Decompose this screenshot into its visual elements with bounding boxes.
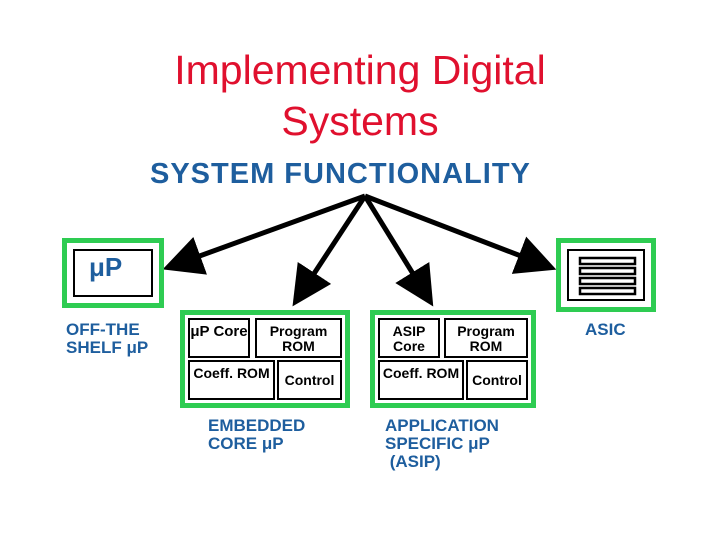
off-the-shelf-chip-label: μP xyxy=(89,252,123,282)
arrow-to-asip xyxy=(362,194,434,307)
asip-program-rom: Program ROM xyxy=(444,318,528,358)
asic-layout-icon xyxy=(578,256,637,296)
asip-control-label: Control xyxy=(472,372,522,388)
embedded-core-caption-line1: EMBEDDED xyxy=(208,416,306,435)
arrow-to-embedded-core xyxy=(292,194,368,307)
page-title-line2: Systems xyxy=(281,98,439,144)
off-the-shelf-chip: μP xyxy=(73,249,153,297)
page-title-line1: Implementing Digital xyxy=(174,47,546,93)
embedded-core-up-core: μP Core xyxy=(188,318,250,358)
off-the-shelf-frame: μP xyxy=(62,238,164,308)
asic-frame xyxy=(556,238,656,312)
embedded-core-coeff-rom: Coeff. ROM xyxy=(188,360,275,400)
off-the-shelf-caption-line1: OFF-THE xyxy=(66,320,140,339)
asip-core: ASIP Core xyxy=(378,318,440,358)
embedded-core-control-label: Control xyxy=(284,372,335,388)
off-the-shelf-caption-line2: SHELF μP xyxy=(66,338,149,357)
embedded-core-caption-line2: CORE μP xyxy=(208,434,284,453)
asic-caption: ASIC xyxy=(585,320,626,339)
asip-coeff-rom: Coeff. ROM xyxy=(378,360,464,400)
embedded-core-up-core-label: μP Core xyxy=(190,323,248,340)
arrow-to-off-the-shelf xyxy=(162,193,366,275)
asip-core-label: ASIP Core xyxy=(392,323,426,354)
asic-chip xyxy=(567,249,645,301)
asip-caption-line3: (ASIP) xyxy=(385,452,441,471)
asip-program-rom-label: Program ROM xyxy=(457,323,515,354)
embedded-core-coeff-rom-label: Coeff. ROM xyxy=(193,365,270,381)
embedded-core-program-rom: Program ROM xyxy=(255,318,342,358)
asip-control: Control xyxy=(466,360,528,400)
arrow-to-asic xyxy=(364,193,557,274)
system-functionality-label: SYSTEM FUNCTIONALITY xyxy=(150,158,531,190)
asip-caption-line2: SPECIFIC μP xyxy=(385,434,490,453)
embedded-core-control: Control xyxy=(277,360,342,400)
asip-coeff-rom-label: Coeff. ROM xyxy=(382,365,460,381)
embedded-core-program-rom-label: Program ROM xyxy=(269,323,328,354)
asip-caption-line1: APPLICATION xyxy=(385,416,499,435)
